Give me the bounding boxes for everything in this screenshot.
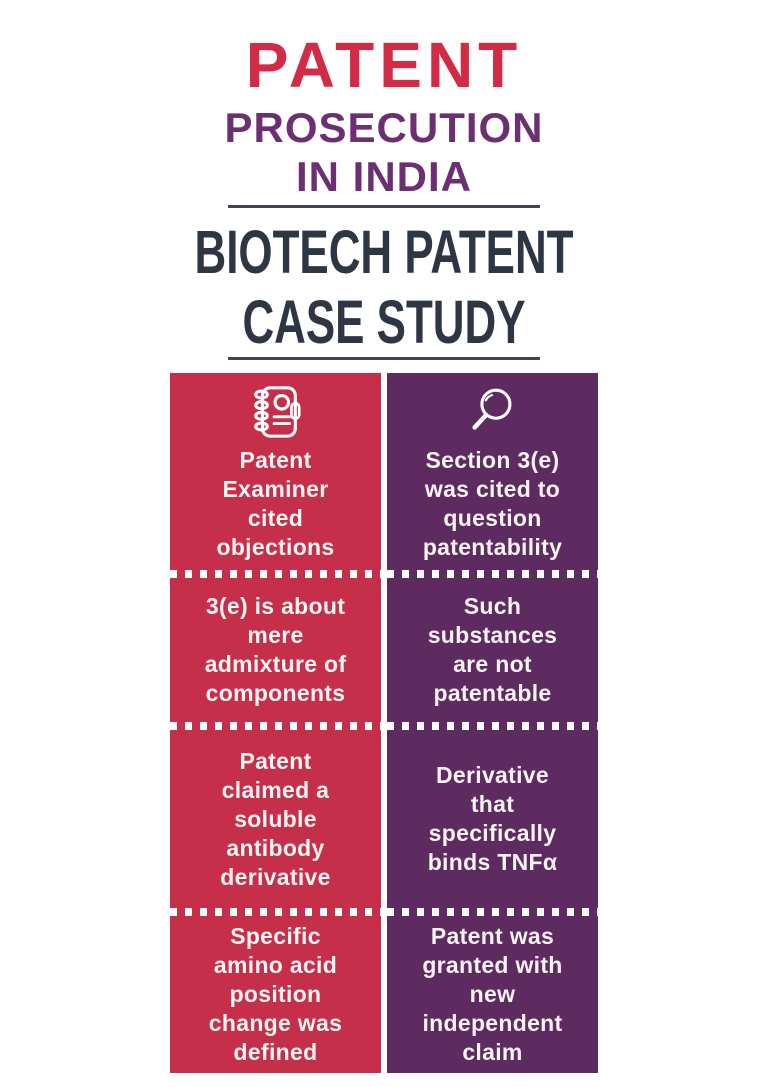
cell-text: Section 3(e) was cited to question paten… [422,446,563,560]
dotted-separator [170,722,381,730]
section-title: BIOTECH PATENT CASE STUDY [194,218,574,356]
page-title: PATENT [245,29,523,101]
grid-cell-right-3: Derivative that specifically binds TNFα [387,730,598,908]
grid-cell-left-4: Specific amino acid position change was … [170,916,381,1073]
outcome-column: Section 3(e) was cited to question paten… [387,373,598,1073]
cell-text: Derivative that specifically binds TNFα [427,762,558,875]
examiner-column: Patent Examiner cited objections 3(e) is… [170,373,381,1073]
cell-text: Patent Examiner cited objections [216,446,335,560]
page-subtitle: PROSECUTION IN INDIA [224,104,544,200]
dotted-separator [170,908,381,916]
dotted-separator [387,570,598,578]
comparison-grid: Patent Examiner cited objections 3(e) is… [170,373,598,1073]
dotted-separator [387,908,598,916]
cell-text: Patent was granted with new independent … [422,923,563,1065]
dotted-separator [387,722,598,730]
cell-text: Such substances are not patentable [427,593,558,706]
divider-top [228,205,540,208]
cell-text: Patent claimed a soluble antibody deriva… [220,747,331,890]
grid-cell-left-1: Patent Examiner cited objections [170,373,381,570]
magnifying-glass-icon [464,382,522,440]
grid-cell-right-2: Such substances are not patentable [387,578,598,722]
dotted-separator [170,570,381,578]
divider-bottom [228,357,540,360]
cell-text: 3(e) is about mere admixture of componen… [204,593,347,706]
grid-cell-right-1: Section 3(e) was cited to question paten… [387,373,598,570]
grid-cell-left-2: 3(e) is about mere admixture of componen… [170,578,381,722]
grid-cell-right-4: Patent was granted with new independent … [387,916,598,1073]
spiral-notebook-icon [247,382,305,440]
cell-text: Specific amino acid position change was … [208,923,343,1065]
grid-cell-left-3: Patent claimed a soluble antibody deriva… [170,730,381,908]
